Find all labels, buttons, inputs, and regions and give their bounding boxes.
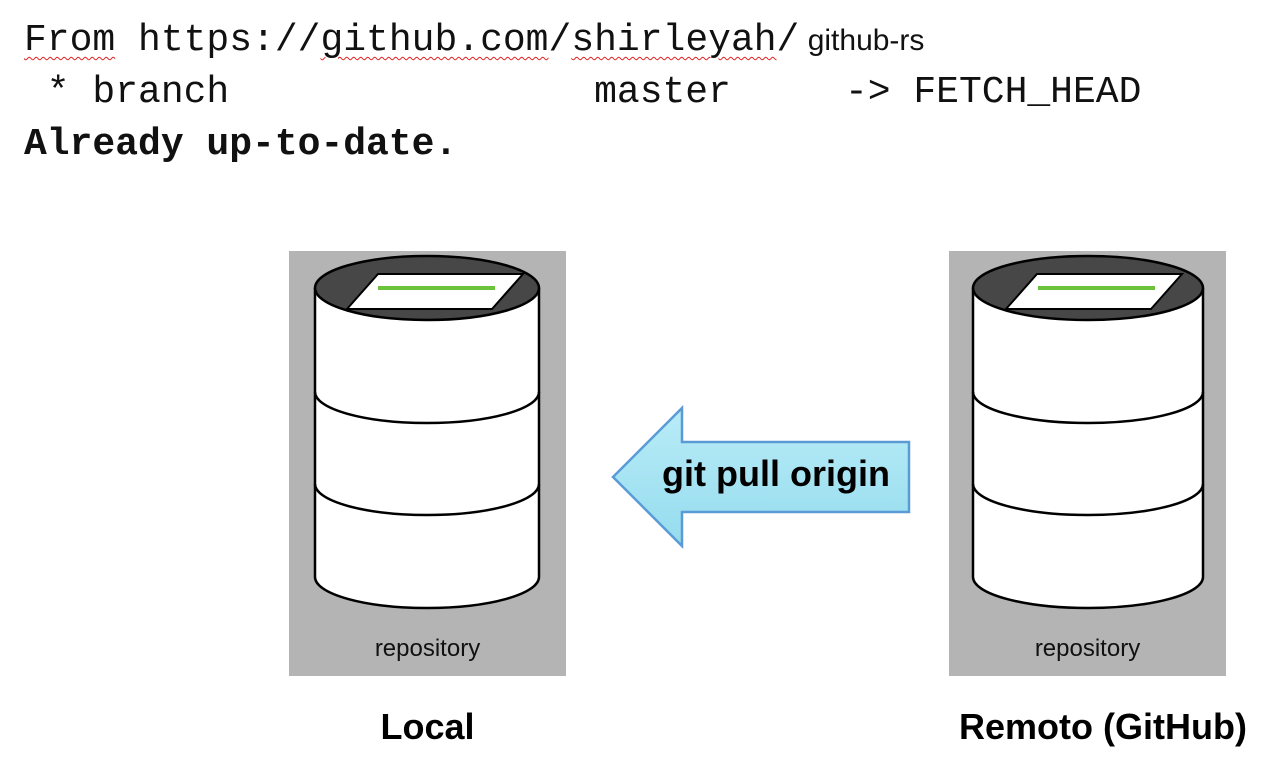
url-slash: / (776, 19, 800, 62)
branch-label: * branch (24, 71, 230, 114)
local-repository-label: repository (374, 635, 481, 662)
local-caption: Local (380, 706, 475, 747)
remote-database-icon (971, 254, 1205, 610)
pull-command-label: git pull origin (662, 453, 890, 494)
url-user: shirleyah (571, 19, 777, 62)
from-word: From (24, 19, 116, 62)
local-repository-panel: repository (289, 251, 566, 676)
pull-arrow-icon (611, 405, 911, 549)
remote-repository-panel: repository (949, 251, 1226, 676)
url-host: github.com (320, 19, 549, 62)
remote-caption: Remoto (GitHub) (959, 706, 1247, 747)
url-repo: github-rs (799, 24, 925, 57)
terminal-line-from: From https://github.com/shirleyah/ githu… (24, 18, 924, 64)
remote-repository-label: repository (1034, 635, 1141, 662)
url-protocol: https:// (115, 19, 321, 62)
branch-ref: master (594, 71, 731, 114)
terminal-status: Already up-to-date. (24, 123, 458, 166)
local-database-icon (313, 254, 541, 610)
fetch-head-target: -> FETCH_HEAD (844, 71, 1142, 114)
url-separator: / (548, 19, 572, 62)
terminal-line-branch: * branch master -> FETCH_HEAD (24, 70, 1142, 116)
